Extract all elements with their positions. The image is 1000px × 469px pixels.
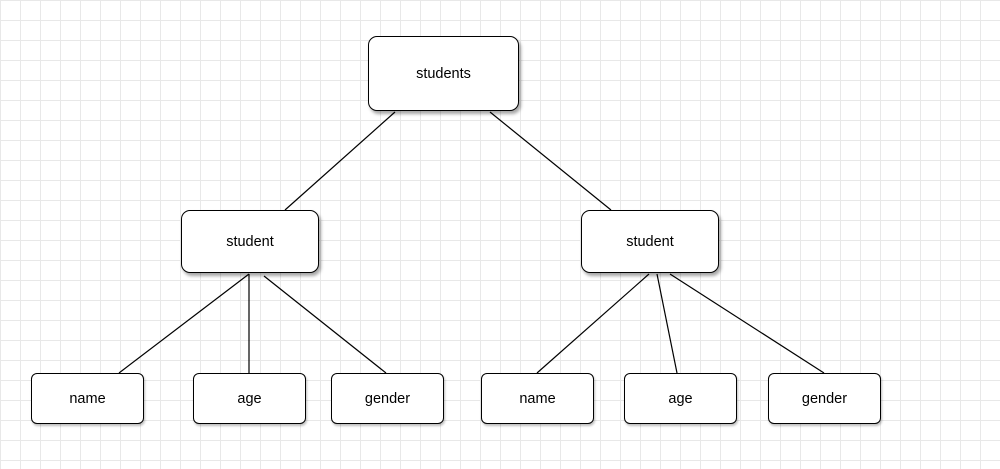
edge-student-right-name	[536, 273, 650, 374]
node-name-right[interactable]: name	[481, 373, 594, 424]
edge-student-right-gender	[669, 273, 825, 374]
node-student-left[interactable]: student	[181, 210, 319, 273]
node-name-left[interactable]: name	[31, 373, 144, 424]
node-age-left[interactable]: age	[193, 373, 306, 424]
node-age-right[interactable]: age	[624, 373, 737, 424]
node-age-right-label: age	[668, 390, 693, 407]
node-student-right-label: student	[626, 233, 674, 250]
edge-root-student-right	[489, 111, 612, 211]
edge-student-left-gender	[263, 275, 387, 374]
node-name-right-label: name	[519, 390, 556, 407]
node-students-label: students	[416, 65, 471, 82]
node-student-left-label: student	[226, 233, 274, 250]
node-name-left-label: name	[69, 390, 106, 407]
node-gender-right[interactable]: gender	[768, 373, 881, 424]
node-age-left-label: age	[237, 390, 262, 407]
edge-student-left-name	[118, 273, 250, 374]
node-students[interactable]: students	[368, 36, 519, 111]
edge-root-student-left	[284, 111, 396, 211]
node-gender-right-label: gender	[801, 390, 848, 407]
node-gender-left-label: gender	[364, 390, 411, 407]
node-student-right[interactable]: student	[581, 210, 719, 273]
node-gender-left[interactable]: gender	[331, 373, 444, 424]
edge-student-right-age	[656, 273, 678, 374]
